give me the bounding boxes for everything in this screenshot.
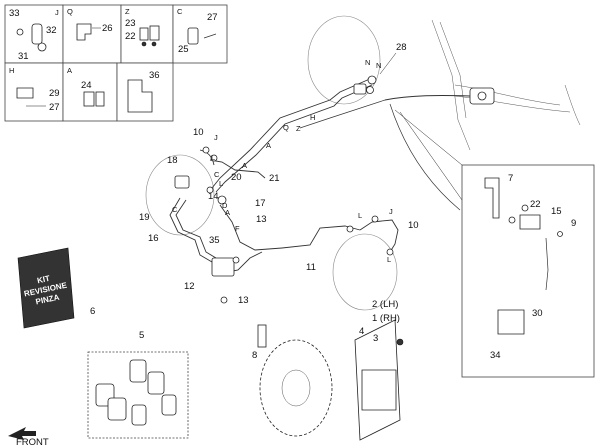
svg-text:17: 17	[255, 198, 266, 209]
svg-text:2 (LH): 2 (LH)	[372, 299, 398, 310]
svg-text:10: 10	[193, 127, 204, 138]
svg-text:1 (RH): 1 (RH)	[372, 313, 400, 324]
master-cylinder-assembly	[299, 19, 581, 211]
caliper-overhaul-kit: KIT REVISIONE PINZA 6	[17, 247, 95, 329]
svg-text:C: C	[177, 7, 183, 16]
svg-text:27: 27	[49, 102, 60, 113]
svg-text:11: 11	[306, 262, 316, 273]
svg-text:36: 36	[149, 70, 160, 81]
inset-4: C 27 25	[172, 4, 228, 64]
svg-text:J: J	[214, 133, 218, 142]
svg-text:25: 25	[178, 44, 189, 55]
svg-text:3: 3	[373, 333, 378, 344]
svg-text:A: A	[225, 208, 230, 217]
svg-text:A: A	[266, 141, 271, 150]
svg-text:7: 7	[508, 173, 513, 184]
inset-6: A 24	[62, 62, 118, 122]
svg-text:H: H	[9, 66, 14, 75]
svg-text:L: L	[358, 211, 362, 220]
front-arrow: FRONT	[8, 427, 49, 446]
svg-text:34: 34	[490, 350, 501, 361]
front-wheel-outline	[307, 15, 381, 105]
svg-text:C: C	[172, 205, 178, 214]
svg-text:H: H	[310, 113, 315, 122]
svg-text:27: 27	[207, 12, 218, 23]
callout-numbers: 28 10 18 20 21 19 14 17 13 16 35 12 13 1…	[139, 42, 419, 306]
svg-text:J: J	[389, 207, 393, 216]
svg-text:L: L	[219, 179, 223, 188]
svg-text:J: J	[55, 8, 59, 17]
left-wheel-outline	[145, 154, 215, 236]
svg-text:22: 22	[530, 199, 541, 210]
svg-text:35: 35	[209, 235, 220, 246]
svg-text:4: 4	[359, 326, 364, 337]
svg-text:9: 9	[571, 218, 576, 229]
brake-disc-caliper: 8 4 3 2 (LH) 1 (RH)	[252, 299, 404, 441]
pipe-letter-labels: N N Q Z H J L A C A L D C A F L J L	[172, 58, 393, 264]
svg-text:23: 23	[125, 18, 136, 29]
svg-text:21: 21	[269, 173, 280, 184]
svg-text:A: A	[67, 66, 72, 75]
svg-text:FRONT: FRONT	[16, 437, 49, 446]
svg-text:Z: Z	[125, 7, 130, 16]
right-wheel-outline	[332, 233, 398, 311]
brake-pads-box: 5	[87, 330, 189, 439]
svg-text:13: 13	[256, 214, 267, 225]
svg-text:D: D	[222, 201, 228, 210]
svg-text:KIT: KIT	[36, 274, 51, 286]
svg-text:Z: Z	[296, 124, 301, 133]
svg-text:19: 19	[139, 212, 150, 223]
sensor-detail-box: 7 22 15 9 30 34	[394, 109, 595, 378]
svg-text:14: 14	[208, 191, 219, 202]
inset-5: H 29 27	[4, 62, 64, 122]
svg-text:5: 5	[139, 330, 144, 341]
svg-text:29: 29	[49, 88, 60, 99]
svg-text:L: L	[387, 255, 391, 264]
inset-1: J 33 32 31	[4, 4, 64, 64]
svg-text:F: F	[235, 224, 240, 233]
svg-text:16: 16	[148, 233, 159, 244]
svg-text:15: 15	[551, 206, 562, 217]
svg-text:L: L	[211, 153, 215, 162]
svg-text:12: 12	[184, 281, 195, 292]
svg-text:A: A	[242, 161, 247, 170]
svg-text:20: 20	[231, 172, 242, 183]
svg-text:N: N	[365, 58, 370, 67]
svg-text:N: N	[376, 61, 381, 70]
pipe-fittings	[174, 75, 394, 277]
svg-text:10: 10	[408, 220, 419, 231]
inset-7: 36	[116, 62, 174, 122]
svg-text:28: 28	[396, 42, 407, 53]
svg-text:C: C	[214, 170, 220, 179]
svg-text:Q: Q	[67, 7, 73, 16]
svg-text:33: 33	[9, 8, 20, 19]
inset-3: Z 23 22	[120, 4, 174, 64]
svg-text:6: 6	[90, 306, 95, 317]
svg-text:32: 32	[46, 25, 57, 36]
svg-text:24: 24	[81, 80, 92, 91]
svg-text:22: 22	[125, 31, 136, 42]
svg-text:30: 30	[532, 308, 543, 319]
inset-2: Q 26	[62, 4, 122, 64]
svg-text:18: 18	[167, 155, 178, 166]
svg-text:26: 26	[102, 23, 113, 34]
svg-text:Q: Q	[283, 123, 289, 132]
svg-text:8: 8	[252, 350, 257, 361]
svg-text:31: 31	[18, 51, 29, 62]
svg-text:13: 13	[238, 295, 249, 306]
